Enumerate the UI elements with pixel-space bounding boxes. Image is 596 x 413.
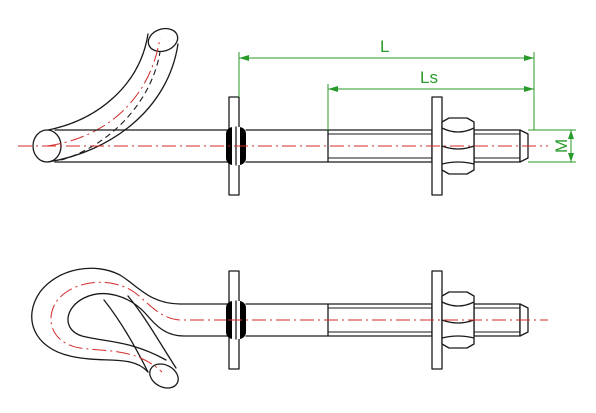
dim-m-arrow-bottom bbox=[568, 153, 574, 162]
loop-cross-inner bbox=[127, 295, 177, 369]
loop-hook-anchor-bolt bbox=[31, 267, 548, 389]
hex-nut-face-middle bbox=[441, 145, 475, 150]
dim-ls-arrow-right bbox=[524, 86, 534, 92]
hook-curve-lower-edge bbox=[47, 43, 179, 163]
hook-centerline bbox=[46, 37, 161, 147]
dim-m-arrow-top bbox=[568, 130, 574, 139]
loop-inner-edge bbox=[67, 293, 229, 361]
hex-nut-face-middle-b bbox=[441, 319, 475, 324]
dim-ls-arrow-left bbox=[328, 86, 338, 92]
dim-l-arrow-right bbox=[524, 55, 534, 61]
dimension-diameter: M bbox=[528, 129, 576, 163]
hex-nut-face-lower bbox=[441, 161, 475, 165]
dimension-total-length: L bbox=[238, 37, 535, 130]
j-hook-anchor-bolt: L Ls M bbox=[18, 27, 576, 196]
dimension-thread-length: Ls bbox=[327, 68, 534, 130]
hex-nut-face-lower-b bbox=[441, 335, 475, 339]
loop-centerline bbox=[50, 281, 228, 373]
dim-ls-label: Ls bbox=[420, 68, 438, 87]
hex-nut-face-upper-b bbox=[441, 301, 475, 307]
hook-hidden-edge bbox=[60, 51, 161, 161]
dim-m-label: M bbox=[552, 139, 571, 153]
dim-l-label: L bbox=[380, 37, 389, 56]
hook-curve-upper-edge bbox=[47, 33, 149, 131]
dim-l-arrow-left bbox=[239, 55, 249, 61]
loop-end-circle bbox=[149, 363, 179, 389]
hook-end-circle bbox=[147, 27, 179, 53]
loop-cross-outer bbox=[103, 299, 149, 373]
hex-nut-face-upper bbox=[441, 127, 475, 133]
loop-outer-edge bbox=[31, 267, 229, 373]
